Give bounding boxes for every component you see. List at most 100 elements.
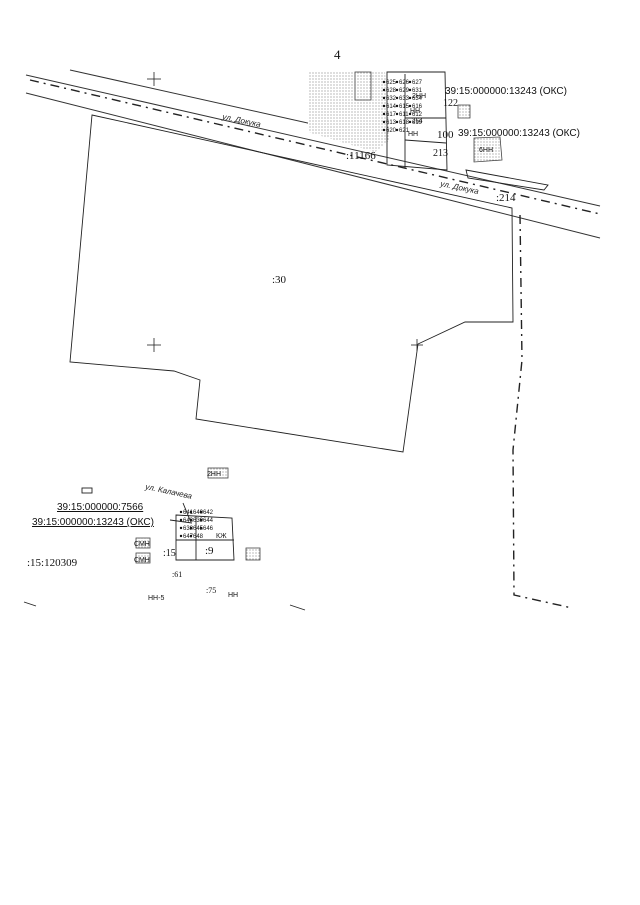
survey-point-marker bbox=[408, 88, 412, 92]
survey-point-marker bbox=[199, 518, 203, 522]
building-icon bbox=[473, 136, 503, 163]
building-icon bbox=[135, 552, 151, 564]
building-label: 2НН bbox=[207, 471, 221, 478]
survey-cross-marks bbox=[147, 72, 423, 352]
hatched-area-left bbox=[308, 72, 390, 152]
survey-point-number: 642 bbox=[203, 510, 214, 516]
survey-point-marker bbox=[382, 104, 386, 108]
survey-point-number: 641 bbox=[183, 510, 194, 516]
survey-point-number: 647 bbox=[183, 534, 194, 540]
callout-oks: 39:15:000000:13243 (ОКС) bbox=[32, 517, 154, 528]
survey-point-number: 645 bbox=[193, 526, 204, 532]
survey-point-marker bbox=[408, 96, 412, 100]
callout-oks: 39:15:000000:13243 (ОКС) bbox=[458, 128, 580, 139]
building-label: НН bbox=[408, 131, 418, 138]
survey-point-marker bbox=[395, 88, 399, 92]
survey-point-number: 627 bbox=[412, 80, 423, 86]
survey-point-number: 621 bbox=[399, 128, 410, 134]
building-label: НН bbox=[410, 108, 420, 115]
survey-point-number: 643 bbox=[183, 518, 194, 524]
survey-point-marker bbox=[189, 518, 193, 522]
building-label: 2НН bbox=[412, 93, 426, 100]
parcel-label: :15 bbox=[163, 548, 176, 559]
parcel-label: :75 bbox=[206, 586, 216, 595]
survey-point-number: 629 bbox=[399, 88, 410, 94]
page-number: 4 bbox=[334, 47, 341, 62]
survey-point-marker bbox=[408, 104, 412, 108]
parcel-label: :9 bbox=[205, 545, 214, 557]
survey-point-number: 616 bbox=[412, 104, 423, 110]
lower-built-block bbox=[23, 467, 306, 611]
parcel-label: :61 bbox=[172, 570, 182, 579]
survey-point-number: 632 bbox=[386, 96, 397, 102]
survey-point-number: 615 bbox=[399, 104, 410, 110]
survey-point-number: 617 bbox=[386, 112, 397, 118]
survey-point-marker bbox=[189, 526, 193, 530]
survey-point-marker bbox=[382, 88, 386, 92]
survey-point-marker bbox=[395, 80, 399, 84]
survey-point-number: 644 bbox=[203, 518, 214, 524]
survey-point-marker bbox=[179, 518, 183, 522]
survey-point-number: 626 bbox=[399, 80, 410, 86]
building-label: СМН bbox=[134, 557, 150, 564]
survey-point-number: 640 bbox=[193, 510, 204, 516]
parcel-label: 122 bbox=[443, 98, 458, 109]
survey-point-marker bbox=[382, 128, 386, 132]
upper-built-block bbox=[308, 71, 549, 191]
parcel-label: :214 bbox=[496, 192, 516, 204]
survey-point-marker bbox=[382, 112, 386, 116]
building-label: СМН bbox=[134, 541, 150, 548]
survey-point-number: 638 bbox=[183, 526, 194, 532]
survey-point-number: 639 bbox=[193, 518, 204, 524]
survey-point-marker bbox=[395, 120, 399, 124]
survey-point-marker bbox=[189, 510, 193, 514]
survey-point-number: 646 bbox=[203, 526, 214, 532]
building-label: НН-5 bbox=[148, 595, 164, 602]
building-icon bbox=[457, 104, 471, 119]
block-label: :15:120309 bbox=[27, 557, 78, 569]
survey-point-number: 613 bbox=[386, 120, 397, 126]
parcel-30-boundary bbox=[69, 114, 514, 453]
survey-point-number: 628 bbox=[386, 88, 397, 94]
survey-point-marker bbox=[395, 112, 399, 116]
survey-point-marker bbox=[382, 120, 386, 124]
survey-point-marker bbox=[382, 96, 386, 100]
survey-point-marker bbox=[179, 526, 183, 530]
survey-point-marker bbox=[189, 534, 193, 538]
building-label: НН bbox=[228, 592, 238, 599]
survey-point-marker bbox=[408, 112, 412, 116]
survey-point-number: 633 bbox=[399, 96, 410, 102]
survey-point-number: 648 bbox=[193, 534, 204, 540]
survey-point-number: 611 bbox=[399, 112, 409, 118]
parcel-214-boundary bbox=[512, 214, 573, 609]
survey-point-number: 618 bbox=[399, 120, 410, 126]
survey-point-marker bbox=[179, 510, 183, 514]
building-icon bbox=[245, 547, 261, 561]
parcel-label: 100 bbox=[437, 129, 454, 141]
survey-point-marker bbox=[382, 80, 386, 84]
street-label-kalacheva: ул. Калачева bbox=[144, 482, 194, 501]
survey-point-number: 619 bbox=[412, 120, 423, 126]
building-label: КЖ bbox=[216, 533, 227, 540]
survey-point-marker bbox=[395, 96, 399, 100]
building-icon bbox=[354, 71, 372, 101]
survey-point-number: 612 bbox=[412, 112, 423, 118]
survey-point-marker bbox=[408, 120, 412, 124]
survey-point-number: 634 bbox=[412, 96, 423, 102]
survey-point-marker bbox=[179, 534, 183, 538]
survey-point-number: 625 bbox=[386, 80, 397, 86]
survey-point-marker bbox=[395, 104, 399, 108]
survey-point-number: 631 bbox=[412, 88, 423, 94]
survey-point-marker bbox=[199, 526, 203, 530]
callout-oks: 39:15:000000:13243 (ОКС) bbox=[445, 86, 567, 97]
parcel-label: 213 bbox=[433, 148, 448, 159]
building-icon bbox=[207, 467, 229, 479]
callout-parcel-7566: 39:15:000000:7566 bbox=[57, 502, 144, 513]
survey-point-number: 614 bbox=[386, 104, 397, 110]
survey-point-number: 620 bbox=[386, 128, 397, 134]
parcel-label: :30 bbox=[272, 274, 287, 286]
survey-point-marker bbox=[199, 510, 203, 514]
street-label-dokuka: ул. Докука bbox=[221, 112, 262, 129]
parcel-label: :11166 bbox=[346, 150, 376, 162]
